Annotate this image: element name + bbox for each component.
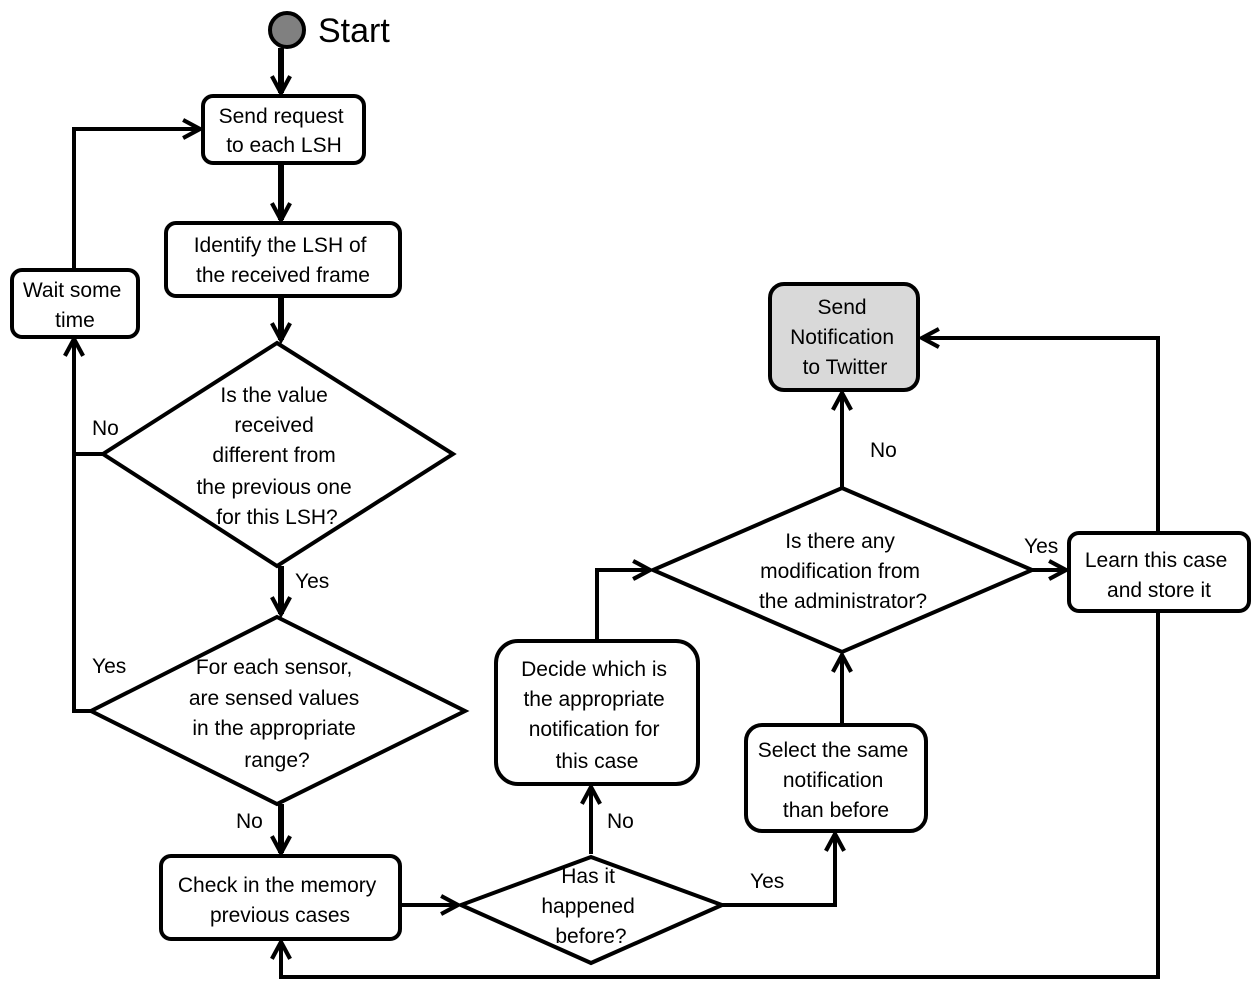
node-decide-line: this case [556,750,639,773]
node-identify-lsh-line: Identify the LSH of [194,234,367,257]
label-admin-yes: Yes [1024,535,1058,558]
node-identify-lsh-line: the received frame [196,264,370,287]
node-value-diff-line: for this LSH? [216,506,337,529]
node-happened-line: happened [541,895,634,918]
edge-learn-to-twitter [917,327,1160,531]
node-send-request-line: Send request [219,105,344,128]
node-check-memory [159,854,402,941]
node-learn-case [1067,531,1251,613]
node-sensor-range-line: For each sensor, [196,656,352,679]
label-happened-no: No [607,810,634,833]
node-admin-decision [647,485,1038,655]
edge-wait-to-send-request [72,118,205,270]
node-sensor-range-line: in the appropriate [192,717,355,740]
node-sensor-range-label: For each sensor, are sensed values in th… [189,656,365,772]
node-sensor-range-line: range? [244,749,309,772]
node-send-twitter-line: Send [818,296,867,319]
node-wait [10,268,140,339]
label-admin-no: No [870,439,897,462]
node-send-twitter-line: to Twitter [803,356,888,379]
node-check-memory-line: previous cases [210,904,350,927]
node-learn-case-line: Learn this case [1085,549,1227,572]
node-happened-decision [455,854,728,966]
node-send-request-label: Send request to each LSH [219,105,350,157]
node-send-request [201,94,366,165]
node-check-memory-label: Check in the memory previous cases [178,874,382,927]
node-value-diff-line: the previous one [196,476,351,499]
edge-learn-to-check-memory [270,612,1160,979]
node-sensor-range-decision [86,614,470,807]
node-learn-case-line: and store it [1107,579,1211,602]
edge-sensor-yes [72,454,91,713]
node-learn-case-label: Learn this case and store it [1085,549,1233,602]
node-select-same [744,723,928,833]
node-select-same-line: notification [783,769,883,792]
start-node [268,11,306,49]
node-send-twitter-line: Notification [790,326,894,349]
node-admin-label: Is there any modification from the admin… [759,530,927,613]
label-happened-yes: Yes [750,870,784,893]
node-value-diff-line: Is the value [220,384,327,407]
node-decide-label: Decide which is the appropriate notifica… [521,658,673,773]
node-send-twitter-label: Send Notification to Twitter [790,296,900,379]
node-happened-line: Has it [561,865,615,888]
node-select-same-line: Select the same [758,739,909,762]
node-decide-notification [494,639,700,786]
node-happened-line: before? [555,925,626,948]
node-decide-line: Decide which is [521,658,667,681]
node-select-same-line: than before [783,799,889,822]
node-value-diff-decision [99,340,457,569]
node-wait-label: Wait some time [23,279,127,332]
node-send-twitter [768,282,920,392]
node-decide-line: the appropriate [523,688,664,711]
node-wait-line: time [55,309,95,332]
label-value-diff-no: No [92,417,119,440]
node-check-memory-line: Check in the memory [178,874,377,897]
node-value-diff-label: Is the value received different from the… [196,384,357,529]
node-decide-line: notification for [529,718,660,741]
edge-happened-yes [722,829,846,907]
node-sensor-range-line: are sensed values [189,687,359,710]
node-identify-lsh-label: Identify the LSH of the received frame [194,234,373,287]
node-wait-line: Wait some [23,279,121,302]
node-value-diff-line: different from [212,444,335,467]
node-send-request-line: to each LSH [226,134,342,157]
node-happened-label: Has it happened before? [541,865,640,948]
node-value-diff-line: received [234,414,313,437]
label-sensor-no: No [236,810,263,833]
node-select-same-label: Select the same notification than before [758,739,914,822]
node-admin-line: Is there any [785,530,895,553]
label-sensor-yes: Yes [92,655,126,678]
node-identify-lsh [164,221,402,298]
edge-decide-to-admin [595,559,655,640]
node-admin-line: the administrator? [759,590,927,613]
label-value-diff-yes: Yes [295,570,329,593]
node-admin-line: modification from [760,560,920,583]
start-label: Start [318,12,390,50]
